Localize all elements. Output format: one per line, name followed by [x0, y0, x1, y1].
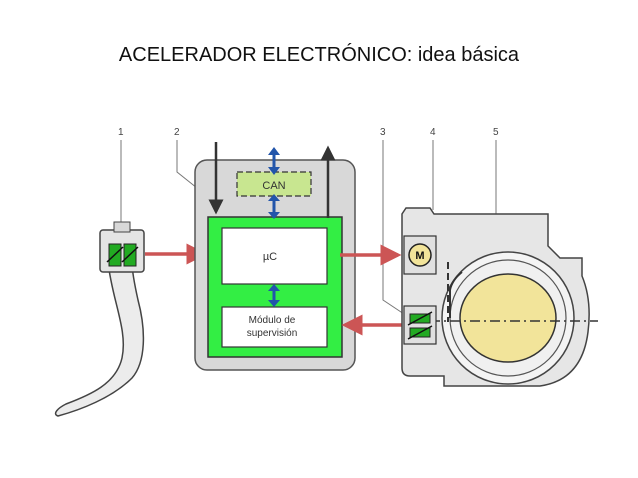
throttle-valve-plate — [430, 273, 598, 363]
supervision-label-line1: Módulo de — [249, 315, 296, 326]
pedal-position-sensor — [106, 243, 139, 267]
internal-bus-arrow — [268, 284, 280, 307]
callout-1: 1 — [118, 127, 124, 138]
accelerator-pedal — [54, 221, 145, 417]
supervision-label-line2: supervisión — [247, 328, 298, 339]
leader-line-2 — [176, 140, 203, 193]
motor-label: M — [415, 250, 424, 262]
throttle-position-sensor — [403, 305, 437, 345]
leader-line-3 — [382, 140, 411, 319]
callout-2: 2 — [174, 127, 180, 138]
callout-4: 4 — [430, 127, 436, 138]
slide-title: ACELERADOR ELECTRÓNICO: idea básica — [118, 44, 520, 66]
can-bus-arrow-middle — [268, 194, 280, 219]
can-label: CAN — [262, 180, 285, 192]
callout-5: 5 — [493, 127, 499, 138]
microcontroller-label: µC — [263, 251, 277, 263]
supervision-module-box — [221, 306, 328, 348]
can-bus-arrow-top — [268, 147, 280, 175]
microcontroller-box — [221, 227, 328, 285]
throttle-motor: M — [403, 235, 437, 275]
callout-3: 3 — [380, 127, 386, 138]
can-box: CAN — [236, 171, 312, 197]
